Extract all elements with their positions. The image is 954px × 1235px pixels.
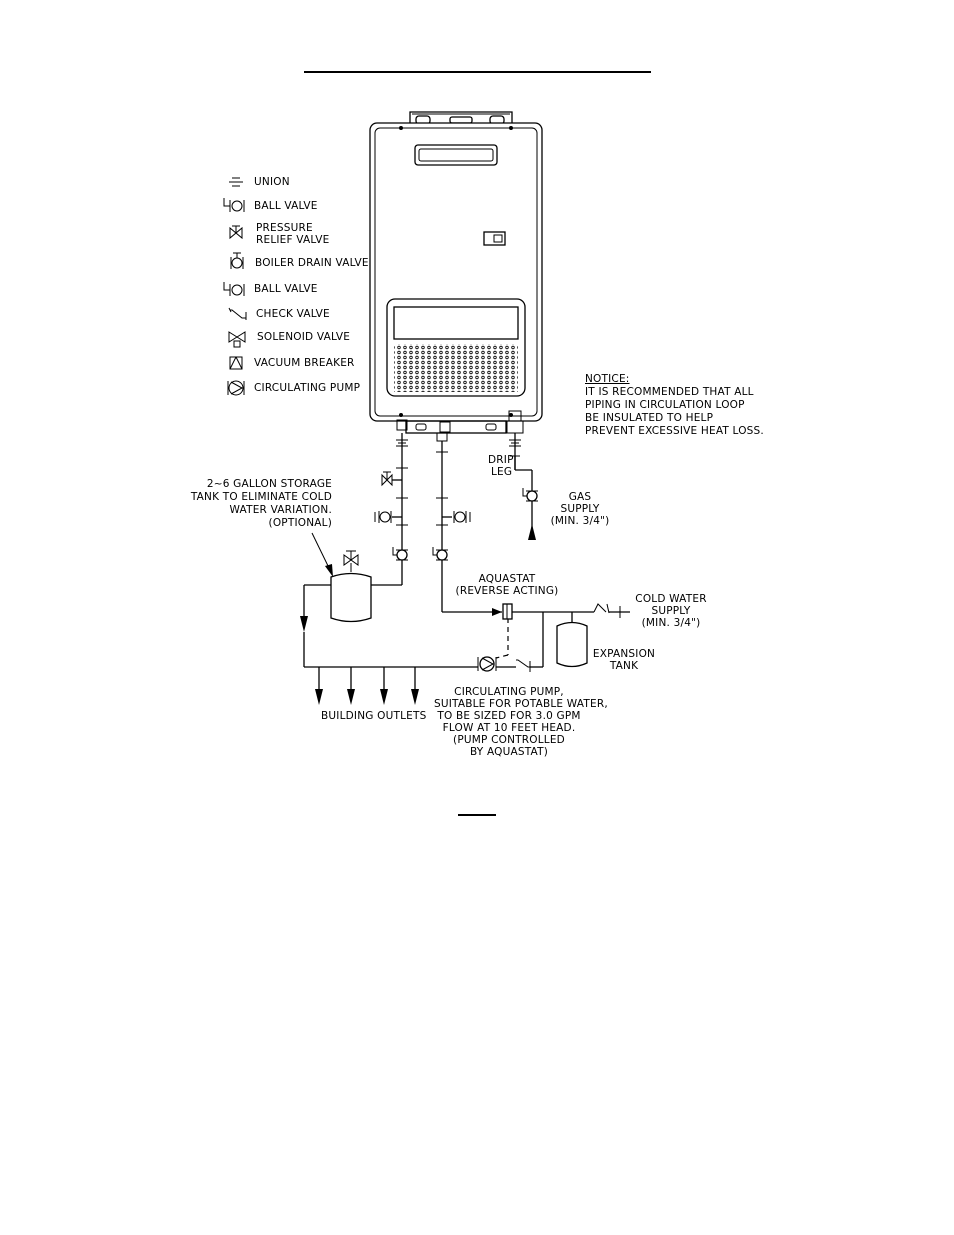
title-rule [304,71,651,73]
expansion-tank-label: TANK [609,660,639,672]
legend-symbols [223,177,247,396]
aquastat-assembly [492,603,630,668]
building-outlets-label: BUILDING OUTLETS [321,710,427,722]
gas-supply-label: SUPPLY [560,503,600,515]
cold-water-supply-label: COLD WATER [635,593,707,605]
legend-solenoid-valve: SOLENOID VALVE [257,331,351,343]
aquastat-label: AQUASTAT [478,573,536,585]
gas-supply-label: GAS [568,491,592,503]
storage-tank-note: 2~6 GALLON STORAGE [206,478,332,490]
legend-pressure-relief: RELIEF VALVE [256,234,330,246]
union-icon [229,177,243,187]
hot-water-riser [371,419,408,586]
storage-tank [300,532,372,667]
gas-supply-label: (MIN. 3/4") [550,515,610,527]
vacuum-breaker-icon [229,356,243,370]
notice-line: PREVENT EXCESSIVE HEAT LOSS. [585,425,764,437]
building-outlets-manifold [304,666,478,705]
pump-note: CIRCULATING PUMP, [454,686,564,698]
pump-note: FLOW AT 10 FEET HEAD. [442,722,576,734]
vent-grille [394,344,518,392]
gas-supply-pipe [506,410,538,540]
circulating-pump-icon [227,380,245,396]
legend-vacuum-breaker: VACUUM BREAKER [254,357,355,369]
legend-ball-valve: BALL VALVE [254,200,318,212]
solenoid-valve-icon [228,331,246,348]
pump-note: TO BE SIZED FOR 3.0 GPM [437,710,581,722]
legend-boiler-drain: BOILER DRAIN VALVE [255,257,369,269]
pressure-relief-valve-icon [229,225,243,240]
pump-note: SUITABLE FOR POTABLE WATER, [434,698,608,710]
storage-tank-note: TANK TO ELIMINATE COLD [190,491,332,503]
notice-title: NOTICE: [585,373,630,385]
drip-leg-label: LEG [491,466,513,478]
ball-valve-icon [223,198,245,212]
notice-line: PIPING IN CIRCULATION LOOP [585,399,745,411]
notice-line: IT IS RECOMMENDED THAT ALL [585,386,754,398]
aquastat-label: (REVERSE ACTING) [455,585,559,597]
notice-line: BE INSULATED TO HELP [585,412,714,424]
legend-pressure-relief: PRESSURE [256,222,313,234]
cold-water-supply-label: SUPPLY [651,605,691,617]
legend-circulating-pump: CIRCULATING PUMP [254,382,361,394]
storage-tank-note: WATER VARIATION. [229,504,332,516]
pump-note: BY AQUASTAT) [469,746,549,758]
legend-check-valve: CHECK VALVE [256,308,330,320]
return-riser [432,432,502,613]
boiler-drain-valve-icon [230,252,244,269]
legend-ball-valve: BALL VALVE [254,283,318,295]
water-heater-unit [369,111,543,434]
caption-rule [458,814,496,816]
expansion-tank-label: EXPANSION [592,648,656,660]
check-valve-icon [228,307,247,320]
cold-water-supply-label: (MIN. 3/4") [641,617,701,629]
legend-union: UNION [254,176,290,188]
circulating-pump-loop [477,612,544,672]
drip-leg-label: DRIP [488,454,514,466]
storage-tank-note: (OPTIONAL) [268,517,332,529]
pump-note: (PUMP CONTROLLED [453,734,565,746]
ball-valve-icon [223,282,245,296]
